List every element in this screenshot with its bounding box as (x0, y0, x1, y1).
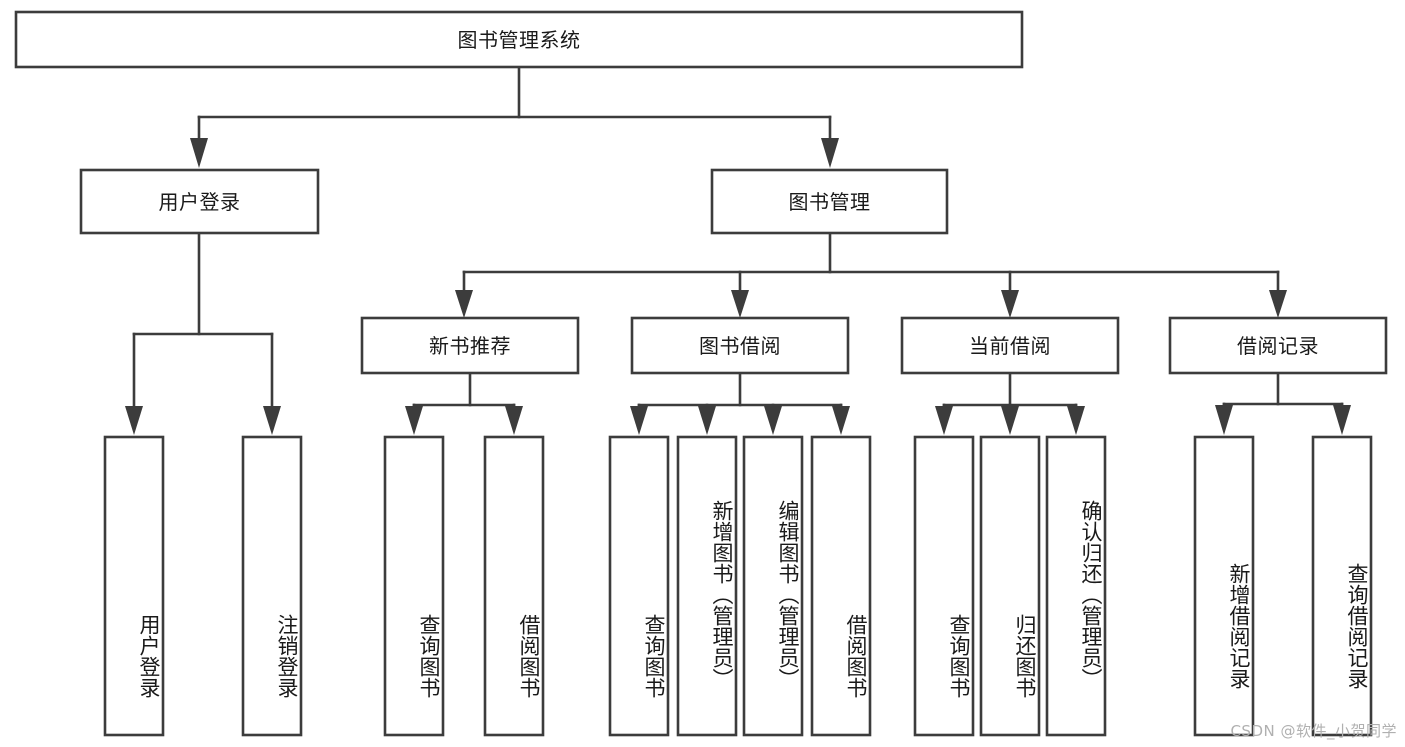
node-box-leaf-bb-edit-book[interactable] (742, 435, 804, 737)
node-box-book-manage[interactable] (710, 168, 949, 235)
connectors-root-to-level2 (190, 65, 839, 168)
arrow-head-current-borrow (1001, 290, 1019, 318)
node-box-user-login[interactable] (79, 168, 320, 235)
arrow-head-br-add-record (1215, 405, 1233, 435)
arrow-head-book-borrow (731, 290, 749, 318)
arrow-head-cb-return-book (1001, 406, 1019, 435)
arrow-head-leaf-user-login (125, 406, 143, 435)
node-box-book-borrow[interactable] (630, 316, 850, 375)
node-box-leaf-nb-query-book[interactable] (383, 435, 445, 737)
node-box-leaf-cb-query-book[interactable] (913, 435, 975, 737)
node-box-leaf-user-login[interactable] (103, 435, 165, 737)
node-box-leaf-bb-borrow-book[interactable] (810, 435, 872, 737)
arrow-head-leaf-logout (263, 406, 281, 435)
node-box-leaf-logout[interactable] (241, 435, 303, 737)
connectors-borrow-record-to-leaves (1215, 371, 1351, 435)
node-box-leaf-br-add-record[interactable] (1193, 435, 1255, 737)
arrow-head-new-book (455, 290, 473, 318)
arrow-head-cb-query-book (935, 406, 953, 435)
node-box-leaf-cb-confirm-return[interactable] (1045, 435, 1107, 737)
node-box-leaf-bb-query-book[interactable] (608, 435, 670, 737)
connectors-book-borrow-to-leaves (630, 371, 850, 435)
node-box-current-borrow[interactable] (900, 316, 1120, 375)
arrow-head-bb-borrow-book (832, 406, 850, 435)
node-box-borrow-record[interactable] (1168, 316, 1388, 375)
node-box-leaf-cb-return-book[interactable] (979, 435, 1041, 737)
csdn-watermark: CSDN @软件_小贺同学 (1230, 722, 1397, 740)
node-box-new-book-recommend[interactable] (360, 316, 580, 375)
node-box-leaf-br-query-record[interactable] (1311, 435, 1373, 737)
connectors-new-book-to-leaves (405, 371, 523, 435)
connectors-book-manage-to-level3 (455, 231, 1287, 318)
arrow-head-nb-borrow-book (505, 406, 523, 435)
arrow-head-bb-edit-book (764, 406, 782, 435)
arrow-head-nb-query-book (405, 406, 423, 435)
arrow-head-cb-confirm-return (1067, 406, 1085, 435)
arrow-head-bb-query-book (630, 406, 648, 435)
node-box-root[interactable] (14, 10, 1024, 69)
node-box-leaf-bb-add-book[interactable] (676, 435, 738, 737)
arrow-head-bb-add-book (698, 406, 716, 435)
node-box-leaf-nb-borrow-book[interactable] (483, 435, 545, 737)
arrow-head-book-manage (821, 138, 839, 168)
connectors-user-login-to-leaves (125, 231, 281, 435)
arrow-head-br-query-record (1333, 405, 1351, 435)
connectors-current-borrow-to-leaves (935, 371, 1085, 435)
arrow-head-borrow-record (1269, 290, 1287, 318)
arrow-head-user-login (190, 138, 208, 168)
